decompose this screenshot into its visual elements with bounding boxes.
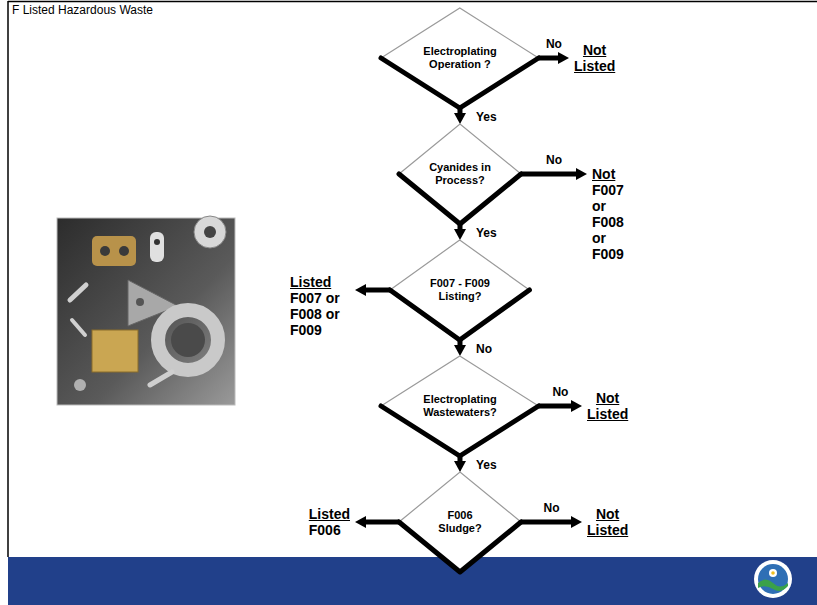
result-codes: F007 or F008 or F009 bbox=[290, 290, 350, 338]
diamond-text-holder: Electroplating Operation ? bbox=[414, 45, 506, 71]
result-heading: Not Listed bbox=[574, 42, 615, 74]
frame-line bbox=[8, 1, 817, 3]
decision-diamond: Electroplating Operation ? bbox=[381, 8, 539, 108]
edge-label: No bbox=[542, 501, 562, 515]
decision-diamond: Electroplating Wastewaters? bbox=[381, 356, 539, 456]
footer-band bbox=[8, 557, 817, 605]
decision-question: Electroplating Wastewaters? bbox=[414, 393, 506, 419]
result-terminal: ListedF006 bbox=[307, 504, 352, 540]
result-heading: Not Listed bbox=[587, 390, 628, 422]
edge-label-slot: Yes bbox=[474, 223, 499, 241]
decision-question: Electroplating Operation ? bbox=[414, 45, 506, 71]
epa-logo bbox=[754, 560, 792, 598]
result-heading: Listed bbox=[290, 274, 350, 290]
diamond-fill bbox=[381, 356, 539, 456]
edge-label-slot: No bbox=[544, 34, 564, 52]
result-terminal: Not Listed bbox=[585, 388, 630, 424]
flow-arrow bbox=[521, 172, 576, 177]
result-heading: Listed bbox=[309, 506, 350, 522]
page-title: F Listed Hazardous Waste bbox=[12, 3, 153, 17]
diamond-text-holder: F007 - F009 Listing? bbox=[420, 277, 500, 303]
result-terminal: Not Listed bbox=[585, 504, 630, 540]
edge-label-slot: No bbox=[550, 382, 570, 400]
flow-arrow bbox=[366, 288, 390, 293]
edge-label-slot: Yes bbox=[474, 455, 499, 473]
edge-label-slot: No bbox=[474, 339, 494, 357]
edge-label: Yes bbox=[474, 110, 499, 124]
edge-label: No bbox=[474, 342, 494, 356]
edge-label: Yes bbox=[474, 226, 499, 240]
decision-question: F006 Sludge? bbox=[434, 509, 486, 535]
diamond-fill bbox=[381, 8, 539, 108]
result-terminal: ListedF007 or F008 or F009 bbox=[288, 272, 352, 340]
result-heading: Not bbox=[592, 166, 624, 182]
diamond-text-holder: Cyanides in Process? bbox=[429, 161, 491, 187]
flow-arrow bbox=[521, 520, 571, 525]
decision-diamond: F007 - F009 Listing? bbox=[390, 240, 529, 340]
edge-label-slot: No bbox=[544, 150, 564, 168]
flow-arrow bbox=[366, 520, 399, 525]
edge-label: No bbox=[544, 37, 564, 51]
edge-label: Yes bbox=[474, 458, 499, 472]
diamond-fill bbox=[399, 124, 521, 224]
decision-diamond: F006 Sludge? bbox=[399, 472, 521, 572]
diamond-fill bbox=[390, 240, 529, 340]
frame-line bbox=[7, 1, 9, 557]
result-terminal: Not Listed bbox=[572, 40, 617, 76]
result-codes: F007 or F008 or F009 bbox=[592, 182, 624, 262]
flow-arrow bbox=[539, 56, 558, 61]
edge-label-slot: Yes bbox=[474, 107, 499, 125]
decision-question: F007 - F009 Listing? bbox=[420, 277, 500, 303]
diamond-text-holder: F006 Sludge? bbox=[434, 509, 486, 535]
parts-photo bbox=[57, 216, 235, 405]
edge-label: No bbox=[550, 385, 570, 399]
result-heading: Not Listed bbox=[587, 506, 628, 538]
diamond-text-holder: Electroplating Wastewaters? bbox=[414, 393, 506, 419]
edge-label-slot: No bbox=[542, 498, 562, 516]
decision-question: Cyanides in Process? bbox=[429, 161, 491, 187]
flow-arrow bbox=[539, 404, 571, 409]
edge-label: No bbox=[544, 153, 564, 167]
diamond-fill bbox=[399, 472, 521, 572]
result-terminal: NotF007 or F008 or F009 bbox=[590, 164, 626, 264]
result-codes: F006 bbox=[309, 522, 350, 538]
decision-diamond: Cyanides in Process? bbox=[399, 124, 521, 224]
